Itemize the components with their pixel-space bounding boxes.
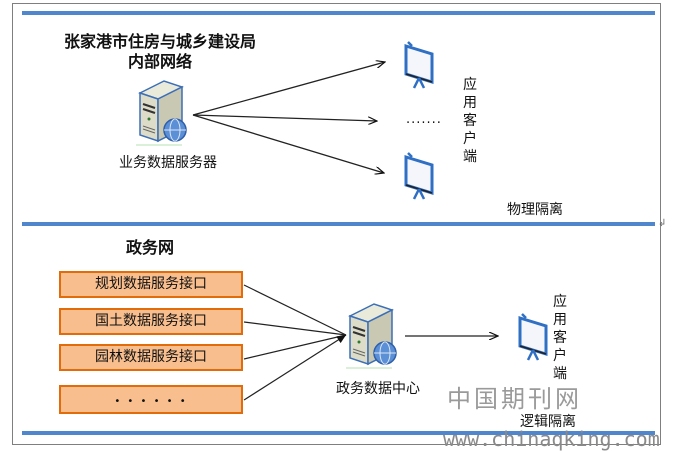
char: 户 xyxy=(463,131,477,147)
diagram-frame xyxy=(12,3,661,445)
char: 客 xyxy=(553,330,567,346)
char: 客 xyxy=(463,113,477,129)
physical-isolation-label: 物理隔离 xyxy=(507,202,563,218)
top-divider xyxy=(22,11,655,15)
arrow-to-client-2 xyxy=(192,114,377,121)
more-clients-ellipsis: ....... xyxy=(406,112,442,127)
interface-box-more: • • • • • • xyxy=(59,385,243,414)
paragraph-mark: ↲ xyxy=(658,218,667,229)
client-icon-2 xyxy=(404,152,434,200)
arrow-to-client-3 xyxy=(192,114,384,173)
watermark-site-name: 中国期刊网 xyxy=(447,385,582,413)
middle-divider xyxy=(22,222,655,226)
logic-client-icon xyxy=(518,313,548,361)
interface-box-land: 国土数据服务接口 xyxy=(59,308,243,335)
client-icon-1 xyxy=(404,41,434,89)
business-server-icon xyxy=(136,80,187,146)
app-client-vertical-label-bottom: 应 用 客 户 端 xyxy=(552,293,568,383)
watermark-url: www.chinaqking.com xyxy=(443,427,660,451)
arrow-to-client-1 xyxy=(192,62,385,116)
internal-network-title: 张家港市住房与城乡建设局 内部网络 xyxy=(40,32,280,72)
gov-network-title: 政务网 xyxy=(125,238,174,257)
char: 用 xyxy=(553,312,567,328)
logical-isolation-label: 逻辑隔离 xyxy=(520,414,576,430)
data-center-label: 政务数据中心 xyxy=(336,381,420,397)
bottom-divider xyxy=(22,431,655,435)
link-interface-4 xyxy=(243,334,347,401)
char: 用 xyxy=(463,95,477,111)
char: 户 xyxy=(553,348,567,364)
char: 应 xyxy=(553,294,567,310)
title-line-2: 内部网络 xyxy=(127,52,192,71)
data-center-server-icon xyxy=(346,303,397,369)
link-interface-1 xyxy=(243,284,347,336)
char: 端 xyxy=(553,366,567,382)
link-interface-3 xyxy=(243,334,347,360)
char: 端 xyxy=(463,149,477,165)
link-interface-2 xyxy=(243,321,347,336)
title-line-1: 张家港市住房与城乡建设局 xyxy=(63,32,256,51)
char: 应 xyxy=(463,77,477,93)
app-client-vertical-label-top: 应 用 客 户 端 xyxy=(462,76,478,166)
business-server-label: 业务数据服务器 xyxy=(119,155,217,171)
interface-box-garden: 园林数据服务接口 xyxy=(59,344,243,371)
interface-box-planning: 规划数据服务接口 xyxy=(59,271,243,298)
